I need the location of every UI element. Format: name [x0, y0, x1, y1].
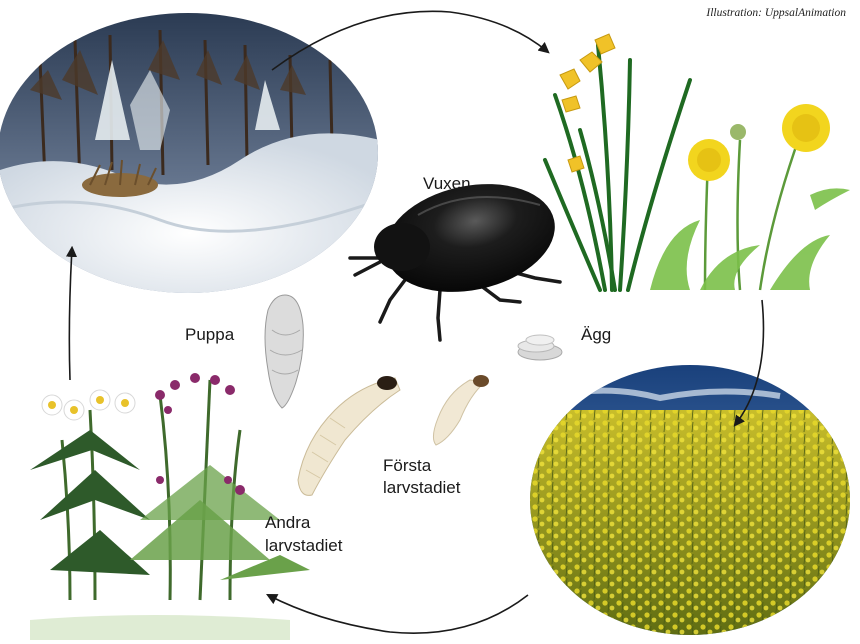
winter-forest-scene — [0, 10, 380, 300]
arrow-weeds-to-winter — [69, 248, 72, 380]
beetle-icon — [350, 169, 565, 340]
label-first-larva-line1: Första — [383, 456, 431, 476]
illustration-credit: Illustration: UppsalAnimation — [706, 7, 846, 19]
label-pupa: Puppa — [185, 325, 234, 345]
label-second-larva-line1: Andra — [265, 513, 310, 533]
rapeseed-field-scene — [525, 360, 855, 640]
spring-flowers-scene — [545, 34, 850, 290]
pupa-icon — [265, 295, 303, 408]
label-second-larva-line2: larvstadiet — [265, 536, 342, 556]
label-first-larva-line2: larvstadiet — [383, 478, 460, 498]
label-egg: Ägg — [581, 325, 611, 345]
larva-first-stage-icon — [433, 375, 489, 445]
summer-weeds-scene — [30, 373, 310, 640]
egg-icon — [518, 335, 562, 360]
arrow-field-to-weeds — [268, 595, 528, 633]
label-adult: Vuxen — [423, 174, 471, 194]
